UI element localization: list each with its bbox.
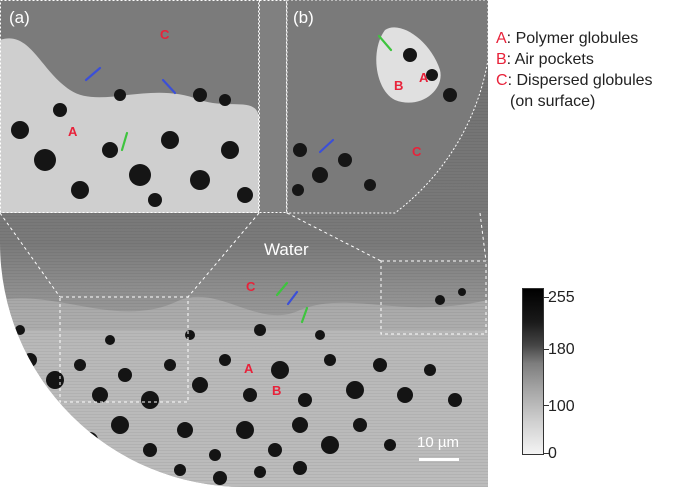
colorbar-tick-0: 0 [548, 445, 557, 462]
legend-item-b: B: Air pockets [496, 51, 594, 68]
colorbar [522, 288, 544, 455]
scale-bar-label: 10 µm [417, 434, 459, 451]
inset-a [0, 0, 259, 213]
marker-c-inset-b: C [412, 144, 422, 159]
marker-a-inset-a: A [68, 124, 78, 139]
inset-b [286, 0, 488, 214]
colorbar-tick-mark [544, 349, 549, 350]
colorbar-tick-255: 255 [548, 289, 575, 306]
colorbar-tick-mark [544, 453, 549, 454]
marker-c-main: C [246, 279, 256, 294]
marker-a-main: A [244, 361, 254, 376]
marker-c-inset-a: C [160, 27, 170, 42]
legend-item-c: C: Dispersed globules [496, 72, 653, 89]
legend-item-a: A: Polymer globules [496, 30, 639, 47]
colorbar-tick-180: 180 [548, 341, 575, 358]
legend-item-c-sub: (on surface) [510, 93, 596, 110]
marker-b-inset-b: B [394, 78, 404, 93]
legend: A: Polymer globules B: Air pockets C: Di… [496, 28, 653, 112]
marker-a-inset-b: A [419, 70, 429, 85]
panel-a-label: (a) [9, 8, 30, 27]
colorbar-tick-100: 100 [548, 398, 575, 415]
tomography-image [0, 0, 488, 487]
colorbar-tick-mark [544, 405, 549, 406]
marker-b-main: B [272, 383, 282, 398]
colorbar-tick-mark [544, 297, 549, 298]
water-label: Water [264, 240, 309, 259]
panel-b-label: (b) [293, 8, 314, 27]
